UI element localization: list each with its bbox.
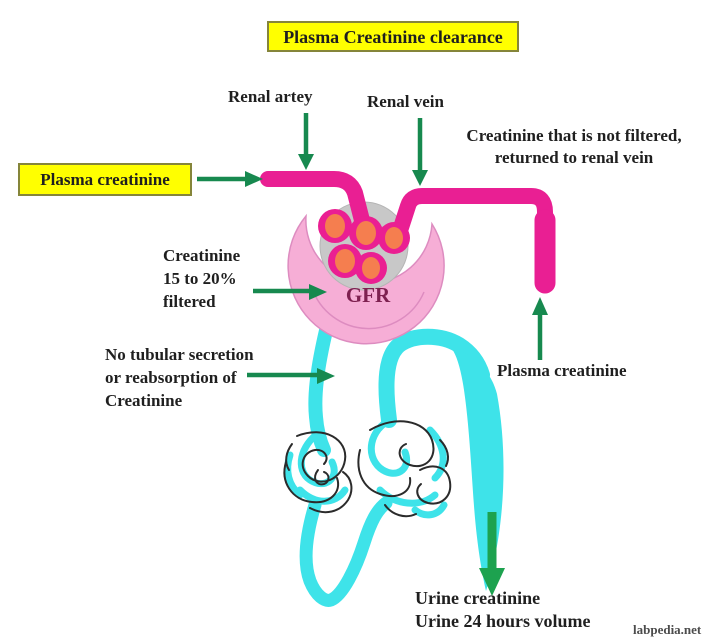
no-secretion-line2: or reabsorption of bbox=[105, 368, 237, 387]
no-secretion-right-arrow-icon bbox=[247, 368, 335, 384]
tubule-tangle-left bbox=[283, 428, 353, 514]
filtered-line3: filtered bbox=[163, 292, 216, 311]
filtered-line2: 15 to 20% bbox=[163, 269, 237, 288]
renal-artery-label: Renal artey bbox=[228, 87, 313, 106]
capillary-lumen bbox=[356, 221, 376, 245]
urine-label: Urine creatinine Urine 24 hours volume bbox=[415, 587, 591, 633]
capillary-lumen bbox=[385, 227, 403, 249]
not-filtered-line2: returned to renal vein bbox=[494, 148, 654, 167]
renal-vein-vessel bbox=[388, 188, 553, 292]
renal-vein-label: Renal vein bbox=[367, 92, 444, 111]
urine-line2: Urine 24 hours volume bbox=[415, 611, 591, 631]
loop-of-henle bbox=[299, 496, 393, 607]
renal-artery-vessel bbox=[260, 171, 374, 244]
nephron-tubule bbox=[283, 307, 504, 607]
plasma-creatinine-left-right-arrow-icon bbox=[197, 171, 263, 187]
urine-line1: Urine creatinine bbox=[415, 588, 541, 608]
capillary-loops bbox=[318, 209, 410, 284]
capillary-lumen bbox=[335, 249, 355, 273]
distal-arch bbox=[378, 328, 490, 428]
filtered-right-arrow-icon bbox=[253, 284, 327, 300]
filtered-line1: Creatinine bbox=[163, 246, 241, 265]
capsule-inner-line bbox=[311, 287, 425, 330]
diagram-title: Plasma Creatinine clearance bbox=[267, 21, 519, 52]
tubule-tangle-right bbox=[357, 416, 452, 519]
gfr-label: GFR bbox=[345, 283, 391, 307]
no-secretion-label: No tubular secretion or reabsorption of … bbox=[105, 343, 254, 412]
not-filtered-line1: Creatinine that is not filtered, bbox=[466, 126, 682, 145]
plasma-creatinine-left-label: Plasma creatinine bbox=[18, 163, 192, 196]
plasma-creatinine-right-label: Plasma creatinine bbox=[497, 361, 627, 380]
not-filtered-label: Creatinine that is not filtered, returne… bbox=[435, 125, 713, 169]
urine-down-arrow-icon bbox=[479, 512, 505, 596]
watermark: labpedia.net bbox=[633, 622, 702, 637]
glomerulus bbox=[260, 171, 556, 345]
capillary-lumen bbox=[325, 214, 345, 238]
renal-artery-down-arrow-icon bbox=[298, 113, 314, 170]
capillary-lumen bbox=[362, 257, 380, 279]
no-secretion-line1: No tubular secretion bbox=[105, 345, 254, 364]
proximal-tubule bbox=[308, 307, 337, 457]
filtered-label: Creatinine 15 to 20% filtered bbox=[163, 244, 240, 313]
renal-vein-down-arrow-icon bbox=[412, 118, 428, 186]
plasma-creatinine-right-up-arrow-icon bbox=[532, 297, 548, 360]
no-secretion-line3: Creatinine bbox=[105, 391, 183, 410]
